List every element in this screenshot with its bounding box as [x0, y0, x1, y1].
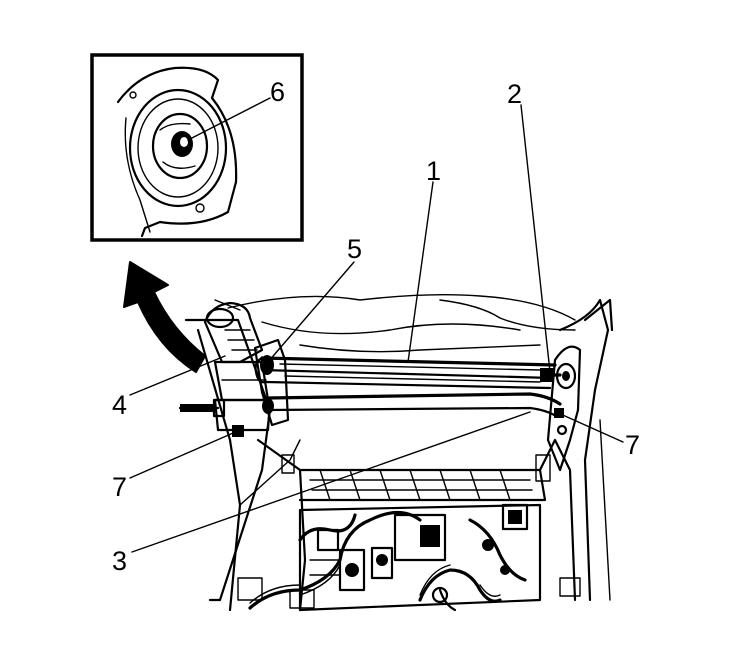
- leader-6: [187, 97, 271, 141]
- leader-4: [129, 355, 226, 396]
- cross-tube: [254, 356, 557, 390]
- leader-2: [520, 104, 551, 373]
- detail-inset: [90, 53, 304, 242]
- left-bolt: [178, 398, 244, 437]
- callout-3: 3: [112, 546, 127, 576]
- callout-5: 5: [347, 234, 362, 264]
- left-side-frame: [184, 299, 307, 612]
- callout-2: 2: [507, 79, 522, 109]
- leader-1: [407, 181, 434, 363]
- callout-1: 1: [426, 156, 441, 186]
- seat-cushion-outline: [227, 293, 576, 353]
- callout-7-left: 7: [112, 472, 127, 502]
- actuator-motor: [203, 301, 272, 432]
- callouts: 6 2 1 5 4 7 7 3: [112, 77, 640, 576]
- leader-3: [131, 411, 531, 553]
- lower-cross-bar: [266, 392, 562, 418]
- wire-harness: [248, 510, 527, 612]
- callout-6: 6: [270, 77, 285, 107]
- leader-7-right: [555, 411, 624, 443]
- callout-4: 4: [112, 390, 127, 420]
- lower-mechanism: [289, 468, 547, 612]
- leader-7-left: [129, 429, 241, 479]
- rotation-arrow-icon: [123, 261, 206, 373]
- leader-5: [267, 261, 355, 363]
- callout-7-right: 7: [625, 430, 640, 460]
- leader-lines: [129, 97, 624, 553]
